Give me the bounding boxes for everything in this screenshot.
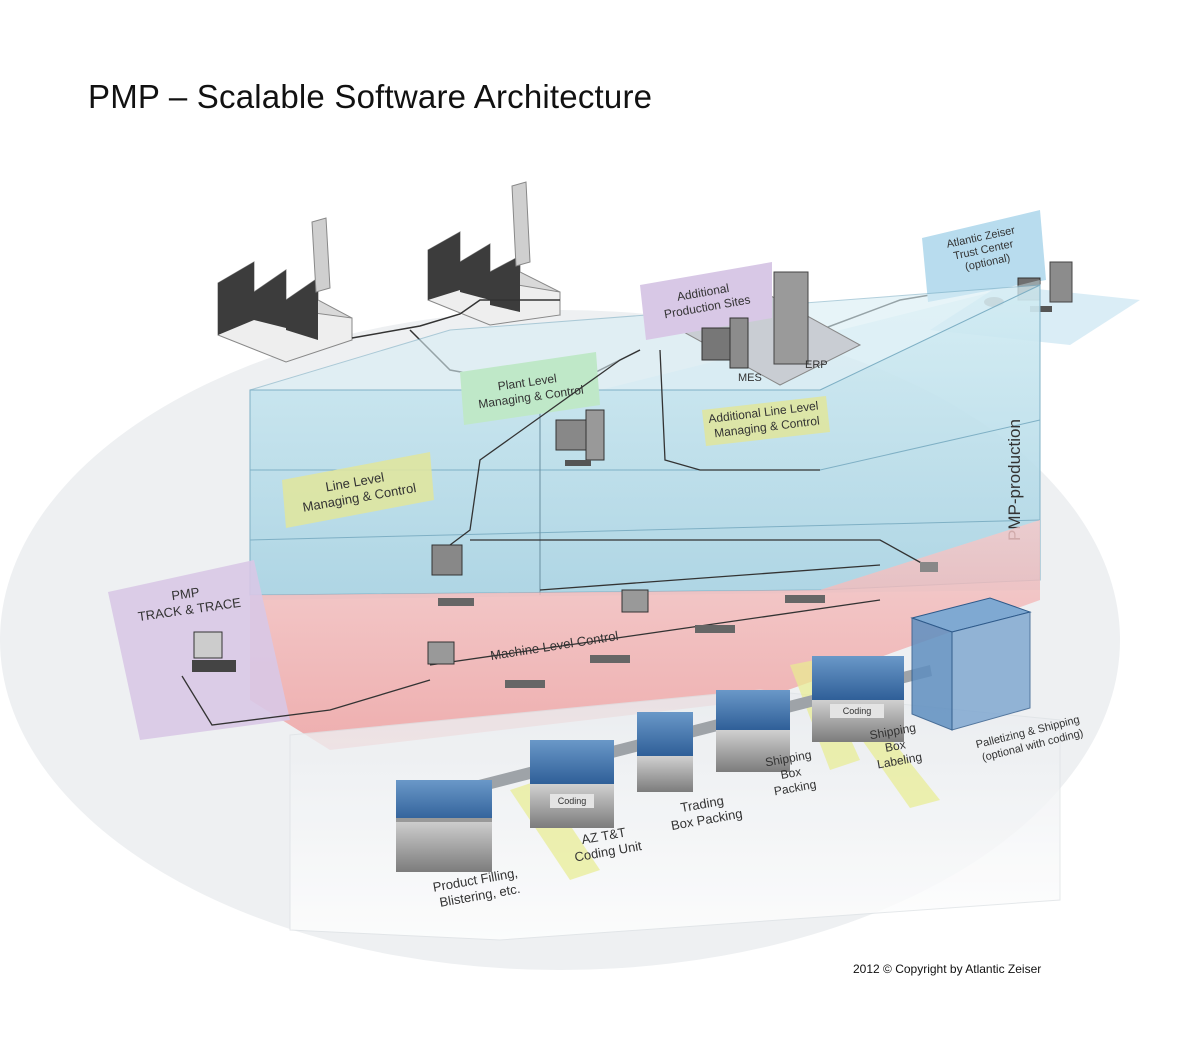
network-line: [659, 349, 820, 471]
device-icon: [920, 562, 938, 572]
network-line: [539, 564, 881, 591]
track-trace-panel: PMP TRACK & TRACE: [108, 560, 431, 740]
computer-icon: [431, 544, 463, 576]
device-icon: [590, 655, 630, 663]
factory-icon: [217, 217, 353, 363]
additional-production-sites: Additional Production Sites MES ERP: [640, 262, 862, 386]
controller-icon: [621, 589, 649, 613]
device-icon: [785, 595, 825, 603]
plant-level-control: Plant Level Managing & Control: [460, 352, 605, 466]
laptop-icon: [193, 631, 223, 659]
shipping-box-packing-label-2: Box: [779, 765, 802, 782]
factory-icon: [427, 181, 561, 326]
trading-box-machine: [637, 712, 693, 792]
device-icon: [505, 680, 545, 688]
page-title: PMP – Scalable Software Architecture: [88, 78, 653, 115]
copyright-text: 2012 © Copyright by Atlantic Zeiser: [853, 962, 1042, 976]
shipping-box-labeling-machine: Coding: [812, 656, 904, 742]
mes-label: MES: [738, 372, 762, 384]
track-trace-label-1: PMP: [170, 584, 200, 603]
network-line: [351, 299, 560, 339]
mes-computer-icon: [701, 327, 733, 361]
trading-box-label-1: Trading: [679, 793, 725, 815]
controller-icon: [427, 641, 455, 665]
device-icon: [695, 625, 735, 633]
yellow-path: [855, 725, 940, 808]
additional-line-level: Additional Line Level Managing & Control: [702, 396, 830, 446]
network-line: [449, 349, 641, 546]
pmp-production-label: PMP-production: [1005, 419, 1024, 541]
product-filling-machine: [396, 780, 492, 872]
network-line: [181, 675, 431, 726]
coding-unit-machine: Coding: [530, 740, 614, 828]
shipping-box-labeling-label-2: Box: [884, 737, 907, 754]
erp-label: ERP: [805, 359, 828, 371]
network-line: [470, 539, 926, 566]
palletizing-cage: [910, 597, 1032, 731]
coding-tag: Coding: [843, 706, 872, 716]
machine-level-band: [250, 520, 1040, 750]
coding-tag: Coding: [558, 796, 587, 806]
computer-icon: [555, 419, 587, 451]
pmp-production-box: PMP-production: [249, 280, 1041, 600]
network-line: [429, 599, 881, 666]
erp-server-icon: [773, 271, 809, 365]
shipping-box-packing-machine: [716, 690, 790, 772]
